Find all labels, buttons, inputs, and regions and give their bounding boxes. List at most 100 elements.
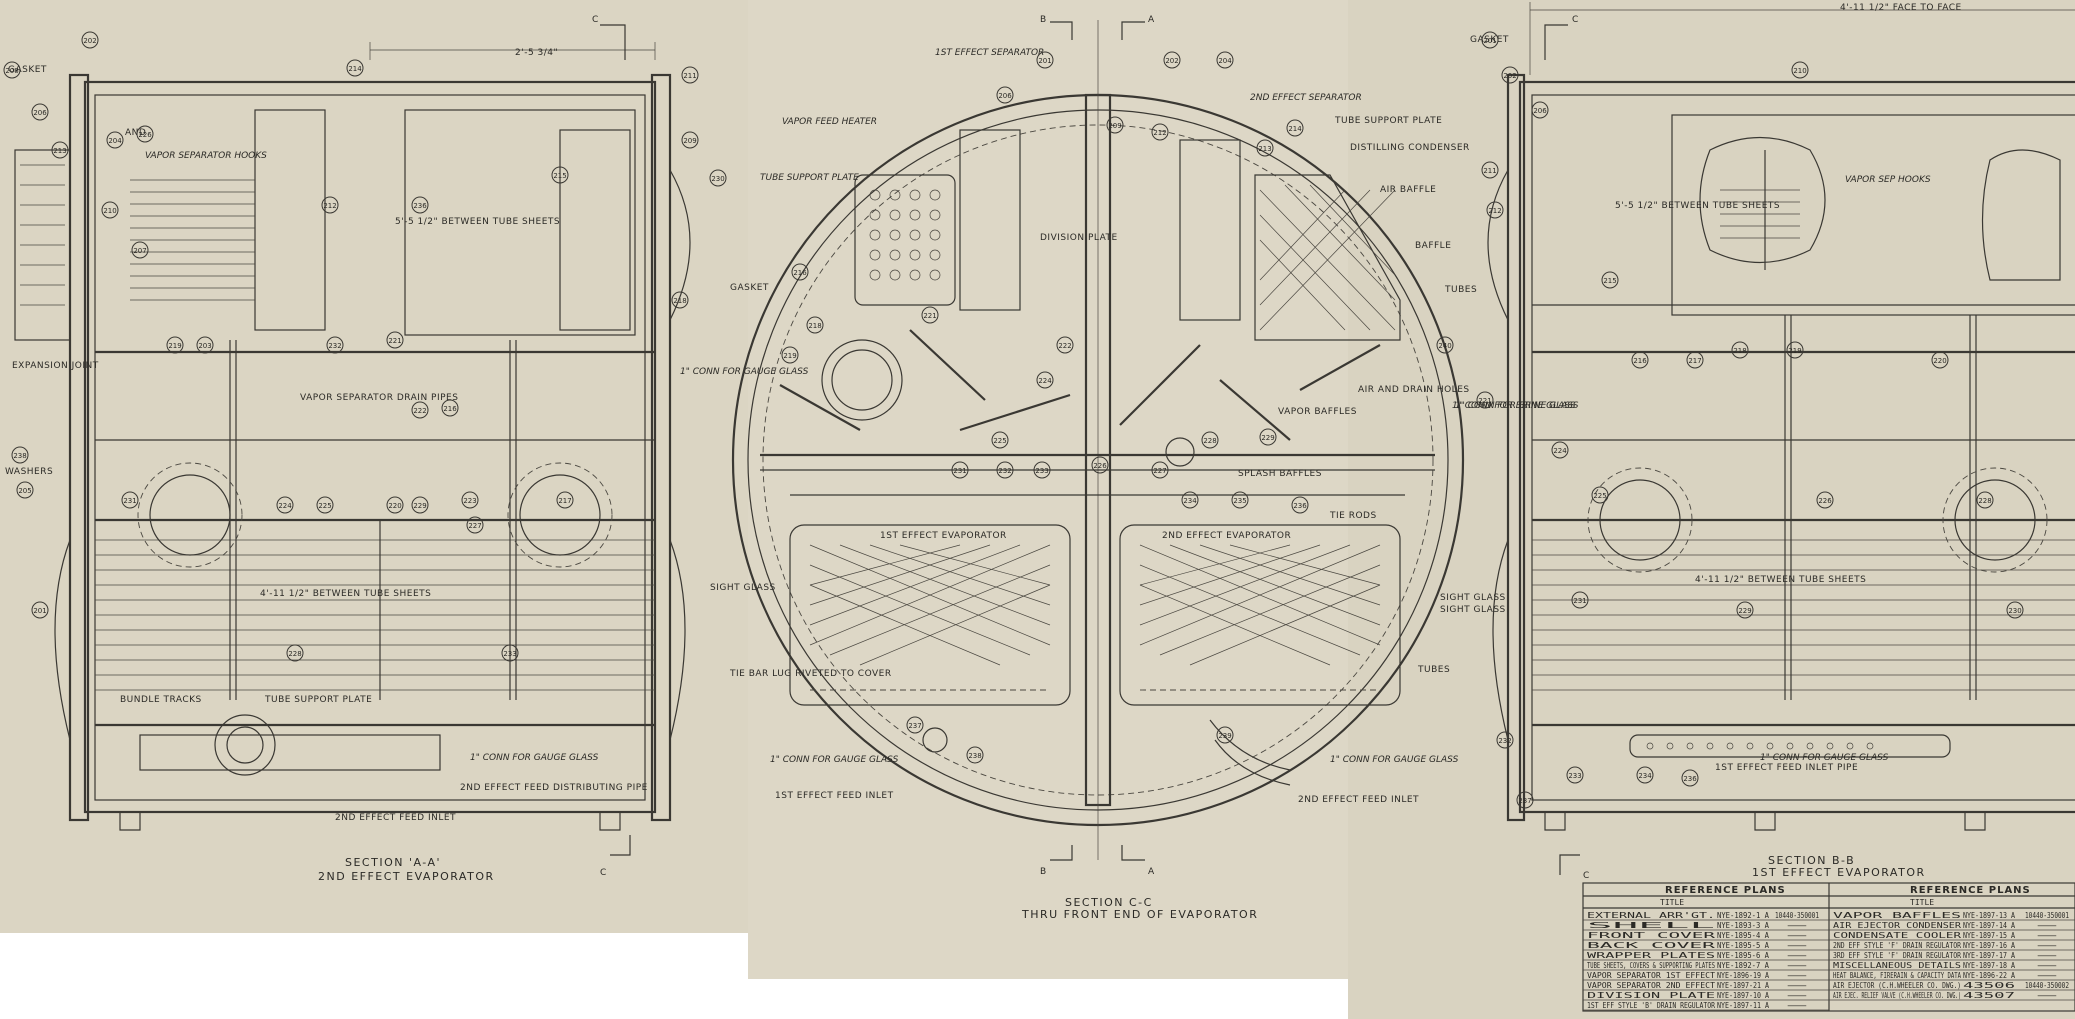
part-number: 236 (413, 202, 427, 210)
bureau-file-cell: - (2025, 931, 2069, 940)
bureau-file-cell: - (1775, 981, 1819, 990)
inspection-opening-left-a (149, 474, 231, 556)
part-number: 223 (463, 497, 476, 505)
dim-top-b: 4'-11 1/2" FACE TO FACE (1840, 3, 1962, 13)
part-number: 215 (553, 172, 566, 180)
part-balloon (411, 496, 429, 514)
part-balloon (991, 431, 1009, 449)
part-balloon (1501, 66, 1519, 84)
reference-title-cell: VAPOR BAFFLES (1833, 911, 1961, 920)
part-balloon (2006, 601, 2024, 619)
contractor-file-cell: NYE-1897-17 A (1963, 951, 2015, 960)
tube-bank-lower-b (1532, 539, 2075, 691)
part-number: 229 (1738, 607, 1751, 615)
section-title-a: SECTION 'A-A' (345, 856, 441, 869)
label-conn-gauge-glass-right-c: 1" CONN FOR GAUGE GLASS (1330, 755, 1459, 765)
contractor-file-cell: NYE-1896-19 A (1717, 971, 1769, 980)
section-subtitle-b: 1ST EFFECT EVAPORATOR (1752, 866, 1926, 879)
contractor-file-cell: NYE-1893-3 A (1717, 921, 1769, 930)
part-number: 231 (953, 467, 966, 475)
label-vapor-baffles: VAPOR BAFFLES (1278, 407, 1357, 417)
label-conn-brine-glass-b: 1" CONN FOR BRINE GLASS (1452, 401, 1576, 411)
section-marker-bottom-a: C (600, 868, 607, 878)
part-number: 236 (1683, 775, 1697, 783)
part-balloon (1216, 726, 1234, 744)
opening-c (821, 339, 903, 421)
part-number: 216 (1633, 357, 1647, 365)
label-conn-gauge-glass-bottom-a: 1" CONN FOR GAUGE GLASS (470, 753, 599, 763)
first-effect-separator (959, 129, 1021, 311)
part-balloon (791, 263, 809, 281)
part-number: 229 (1261, 434, 1274, 442)
part-number: 234 (1638, 772, 1652, 780)
bureau-file-cell: - (1775, 951, 1819, 960)
part-number: 231 (123, 497, 136, 505)
part-balloon (1181, 491, 1199, 509)
shell-outline-a (83, 80, 657, 814)
part-balloon (806, 316, 824, 334)
section-marker-top-a: C (592, 15, 599, 25)
part-balloon (1566, 766, 1584, 784)
part-number: 232 (328, 342, 341, 350)
contractor-file-cell: NYE-1897-15 A (1963, 931, 2015, 940)
part-number: 224 (278, 502, 292, 510)
inspection-opening-right-b (1954, 479, 2036, 561)
part-balloon (1201, 431, 1219, 449)
part-balloon (1786, 341, 1804, 359)
part-number: 212 (323, 202, 336, 210)
part-balloon (51, 141, 69, 159)
part-balloon (1976, 491, 1994, 509)
part-balloon (1481, 31, 1499, 49)
part-balloon (781, 346, 799, 364)
label-tie-bar-lug: TIE BAR LUG RIVETED TO COVER (729, 669, 892, 679)
part-balloon (1486, 201, 1504, 219)
part-balloon (441, 399, 459, 417)
part-balloon (951, 461, 969, 479)
part-balloon (671, 291, 689, 309)
label-sight-glass-c: SIGHT GLASS (1440, 605, 1506, 615)
part-number: 238 (13, 452, 26, 460)
part-balloon (466, 516, 484, 534)
part-balloon (1033, 461, 1051, 479)
bureau-file-cell: - (1775, 931, 1819, 940)
part-number: 219 (783, 352, 796, 360)
label-vapor-separator-hooks-a: VAPOR SEPARATOR HOOKS (145, 151, 267, 161)
part-number: 216 (443, 405, 457, 413)
separator-plates-a (130, 179, 255, 301)
part-balloon (31, 601, 49, 619)
part-balloon (1686, 351, 1704, 369)
reference-title-cell: DIVISION PLATE (1587, 991, 1715, 1000)
reference-title-cell: 3RD EFF STYLE 'F' DRAIN REGULATOR (1833, 951, 1961, 960)
part-balloon (411, 196, 429, 214)
expansion-joint (14, 149, 71, 341)
label-first-effect-feed-inlet: 1ST EFFECT FEED INLET (775, 791, 894, 801)
flange-right-a (650, 73, 672, 822)
part-number: 208 (5, 67, 18, 75)
label-splash-baffles: SPLASH BAFFLES (1238, 469, 1322, 479)
part-number: 222 (413, 407, 426, 415)
drawing-sheet-center (748, 0, 1348, 979)
part-number: 204 (1218, 57, 1232, 65)
part-number: 228 (1203, 437, 1216, 445)
dim-lower-b: 4'-11 1/2" BETWEEN TUBE SHEETS (1695, 575, 1866, 585)
bureau-file-cell: - (2025, 921, 2069, 930)
bureau-file-cell: 10440-350001 (2025, 911, 2069, 920)
reference-title-cell: EXTERNAL ARR'GT. (1587, 911, 1715, 920)
part-number: 217 (1688, 357, 1701, 365)
part-number: 216 (793, 269, 807, 277)
part-balloon (286, 644, 304, 662)
section-b-b-view: 4'-11 1/2" FACE TO FACE 5'-5 1/2" BETWEE… (1440, 2, 2075, 881)
part-number: 212 (1488, 207, 1501, 215)
shell-inner-a (94, 94, 646, 801)
feed-inlet-a (214, 714, 276, 776)
part-number: 228 (1978, 497, 1991, 505)
reference-title-cell: MISCELLANEOUS DETAILS (1833, 961, 1961, 970)
feed-pipe-holes (1646, 742, 1874, 750)
bureau-file-cell: - (2025, 991, 2069, 1000)
section-subtitle-c: THRU FRONT END OF EVAPORATOR (1021, 908, 1258, 921)
reference-title-cell: BACK COVER (1587, 941, 1715, 950)
part-number: 232 (998, 467, 1011, 475)
part-number: 201 (1038, 57, 1051, 65)
